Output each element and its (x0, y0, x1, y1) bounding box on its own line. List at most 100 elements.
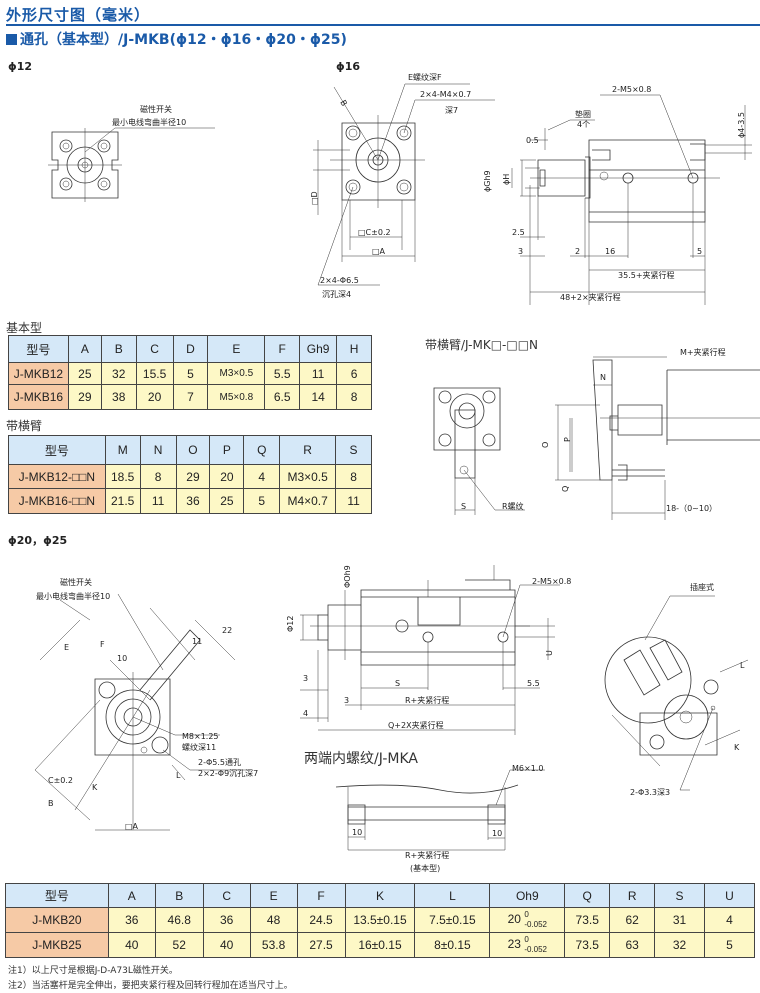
cell: M5×0.8 (207, 384, 266, 410)
col-M: M (104, 435, 141, 465)
phi16-depth-label: 深7 (445, 106, 458, 115)
cell: 20 (209, 464, 245, 489)
phi16-cbore-label: 沉孔深4 (322, 290, 351, 299)
col-D: D (172, 335, 209, 363)
arm-adjust-label: 18-（0~10） (666, 504, 717, 513)
cell: 24.5 (296, 907, 346, 933)
dim-4: 4 (303, 709, 308, 718)
len-35-5: 35.5+夹紧行程 (618, 270, 675, 280)
mka-R-label: R+夹紧行程 (405, 850, 449, 860)
cell-oh9: 23 0-0.052 (489, 932, 566, 958)
col-C: C (135, 335, 174, 363)
col-Q: Q (243, 435, 281, 465)
cell: 14 (299, 384, 338, 410)
tolerance: 0-0.052 (524, 935, 547, 955)
cell: 16±0.15 (344, 932, 416, 958)
dim-5: 5 (697, 247, 702, 256)
phi20-F-label: F (100, 640, 105, 649)
U-label: U (545, 650, 554, 656)
phi20-22-label: 22 (222, 626, 232, 635)
cell: 13.5±0.15 (344, 907, 416, 933)
arm-R-label: R螺纹 (502, 501, 524, 511)
col-Q: Q (564, 883, 611, 908)
col-model: 型号 (5, 883, 109, 908)
socket-drawing: 插座式 2-Φ3.3深3 L K (604, 582, 749, 797)
col-S: S (335, 435, 372, 465)
cell: 8 (335, 464, 372, 489)
phi12-front-view: 磁性开关 最小电线弯曲半径10 (48, 104, 215, 202)
tolerance: 0-0.052 (524, 910, 547, 930)
col-H: H (336, 335, 372, 363)
phi20-K-label: K (92, 783, 98, 792)
cell: 7.5±0.15 (414, 907, 491, 933)
phi20-B-label: B (48, 799, 54, 808)
phi20-thread-label: M8×1.25 (182, 732, 219, 741)
cell: J-MKB16-□□N (8, 488, 106, 514)
cell: 40 (202, 932, 251, 958)
dim-3: 3 (518, 247, 523, 256)
cell: 8 (336, 384, 372, 410)
cell: 36 (175, 488, 211, 514)
cell-value: 20 (507, 912, 521, 927)
cell: 48 (249, 907, 298, 933)
phi20-11-label: 11 (192, 637, 202, 646)
phi12-switch-label: 磁性开关 (140, 104, 172, 114)
tol-lower: -0.052 (524, 920, 547, 929)
cell: 27.5 (296, 932, 346, 958)
tol-upper: 0 (524, 935, 529, 944)
phi16-label: ϕ16 (336, 60, 361, 73)
arm-drawings: M+夹紧行程 N O P Q S R螺纹 18-（0~10） (433, 347, 760, 520)
cell: M3×0.5 (207, 362, 266, 385)
cell: 5.5 (264, 362, 301, 385)
cell: 32 (654, 932, 706, 958)
Gh9-label: ϕGh9 (483, 170, 492, 192)
cell: 11 (335, 488, 372, 514)
dim-16: 16 (605, 247, 615, 256)
cell: 31 (654, 907, 706, 933)
phi20-bend-label: 最小电线弯曲半径10 (36, 591, 110, 601)
phi20-thread-depth-label: 螺纹深11 (182, 742, 216, 752)
socket-L-label: L (740, 661, 745, 670)
dim-5-5: 5.5 (527, 679, 540, 688)
arm-S-label: S (461, 502, 466, 511)
col-N: N (139, 435, 177, 465)
cell: 29 (67, 384, 102, 410)
socket-type-label: 插座式 (690, 582, 714, 592)
phi20-L-label: L (176, 771, 181, 780)
cell: 11 (139, 488, 177, 514)
col-P: P (209, 435, 245, 465)
cell: 25 (209, 488, 245, 514)
cell: J-MKB25 (5, 932, 109, 958)
tol-lower: -0.052 (524, 945, 547, 954)
col-E: E (207, 335, 266, 363)
col-B: B (154, 883, 204, 908)
mka-10b: 10 (492, 829, 502, 838)
arm-N-label: N (600, 373, 606, 382)
cell: 46.8 (154, 907, 204, 933)
S-label: S (395, 679, 400, 688)
phi16-B-label: B (338, 99, 349, 108)
socket-K-label: K (734, 743, 740, 752)
R-stroke-label: R+夹紧行程 (405, 695, 449, 705)
phi20-25-label: ϕ20，ϕ25 (8, 534, 68, 547)
cell: 40 (107, 932, 156, 958)
col-U: U (704, 883, 755, 908)
mka-10a: 10 (352, 828, 362, 837)
cell: J-MKB12 (8, 362, 69, 385)
cell: 4 (704, 907, 755, 933)
col-model: 型号 (8, 435, 106, 465)
phi12-label: ϕ12 (8, 60, 33, 73)
phi20-hole-label: 2-Φ5.5通孔 (198, 757, 241, 767)
cell: 18.5 (104, 464, 141, 489)
washer-label: 垫圈 (575, 109, 591, 119)
cell: M4×0.7 (279, 488, 337, 514)
phi20-10-label: 10 (117, 654, 127, 663)
tol-upper: 0 (524, 910, 529, 919)
cell: J-MKB12-□□N (8, 464, 106, 489)
